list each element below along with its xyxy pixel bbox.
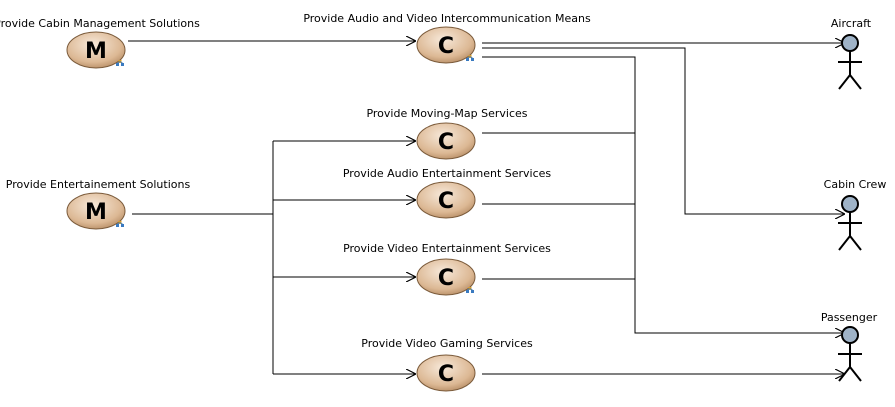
- node-letter: M: [85, 39, 107, 64]
- node-ellipse: [416, 26, 476, 64]
- node-ellipse: [66, 31, 126, 69]
- node-moving-map[interactable]: Provide Moving-Map Services C: [366, 107, 528, 160]
- actor-head-icon: [841, 34, 859, 52]
- node-label: Provide Audio and Video Intercommunicati…: [303, 12, 591, 25]
- actor-leg-right: [849, 74, 862, 90]
- node-letter: M: [85, 200, 107, 225]
- actor-aircraft[interactable]: Aircraft: [831, 17, 872, 90]
- actor-leg-right: [849, 366, 862, 382]
- actor-head-icon: [841, 195, 859, 213]
- node-label: Provide Video Entertainment Services: [343, 242, 551, 255]
- actor-label: Aircraft: [831, 17, 872, 30]
- actor-leg-right: [849, 235, 862, 251]
- node-letter: C: [438, 266, 454, 291]
- node-ellipse: [416, 181, 476, 219]
- edge-services-to-passenger: [482, 56, 845, 333]
- node-letter: C: [438, 130, 454, 155]
- node-ellipse: [66, 192, 126, 230]
- node-label: Provide Video Gaming Services: [361, 337, 533, 350]
- node-cabin-management[interactable]: Provide Cabin Management Solutions M: [0, 17, 200, 69]
- node-ellipse: [416, 122, 476, 160]
- actor-label: Cabin Crew: [824, 178, 887, 191]
- actor-leg-left: [838, 74, 851, 90]
- actor-leg-left: [838, 235, 851, 251]
- node-audio-ent[interactable]: Provide Audio Entertainment Services C: [343, 167, 552, 219]
- actor-head-icon: [841, 326, 859, 344]
- node-entertainment[interactable]: Provide Entertainement Solutions M: [6, 178, 191, 230]
- node-ellipse: [416, 354, 476, 392]
- node-letter: C: [438, 34, 454, 59]
- node-letter: C: [438, 189, 454, 214]
- node-video-gaming[interactable]: Provide Video Gaming Services C: [361, 337, 533, 392]
- node-ellipse: [416, 258, 476, 296]
- connectors: [128, 41, 845, 374]
- node-label: Provide Cabin Management Solutions: [0, 17, 200, 30]
- node-label: Provide Moving-Map Services: [366, 107, 527, 120]
- node-av-intercom[interactable]: Provide Audio and Video Intercommunicati…: [303, 12, 591, 64]
- node-letter: C: [438, 362, 454, 387]
- node-video-ent[interactable]: Provide Video Entertainment Services C: [343, 242, 551, 296]
- node-label: Provide Audio Entertainment Services: [343, 167, 552, 180]
- actor-label: Passenger: [821, 311, 878, 324]
- actor-cabin-crew[interactable]: Cabin Crew: [824, 178, 887, 251]
- node-label: Provide Entertainement Solutions: [6, 178, 191, 191]
- actor-passenger[interactable]: Passenger: [821, 311, 878, 382]
- edge-av-intercom-to-cabin-crew: [482, 47, 845, 214]
- actor-leg-left: [838, 366, 851, 382]
